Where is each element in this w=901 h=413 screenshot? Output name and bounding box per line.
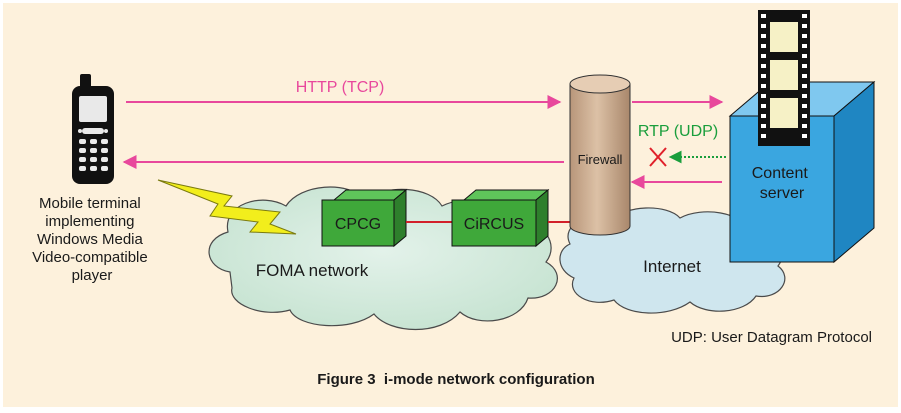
film-strip-icon xyxy=(758,10,810,146)
firewall: Firewall xyxy=(569,74,631,236)
cross-icon xyxy=(649,147,667,167)
udp-note: UDP: User Datagram Protocol xyxy=(671,329,872,346)
circus-label: CiRCUS xyxy=(464,216,524,233)
figure-caption: Figure 3 i-mode network configuration xyxy=(317,371,595,388)
internet-label: Internet xyxy=(643,257,701,276)
circus-node: CiRCUS xyxy=(451,188,550,248)
http-label: HTTP (TCP) xyxy=(296,79,385,96)
internet-cloud xyxy=(559,207,786,314)
mobile-phone-icon xyxy=(72,74,114,184)
rtp-label: RTP (UDP) xyxy=(638,123,718,140)
cpcg-node: CPCG xyxy=(321,188,408,248)
content-server-label: Content server xyxy=(752,165,813,202)
firewall-label: Firewall xyxy=(578,152,623,167)
mobile-terminal-label: Mobile terminal implementing Windows Med… xyxy=(32,195,152,284)
cpcg-label: CPCG xyxy=(335,216,381,233)
foma-network-label: FOMA network xyxy=(256,261,369,280)
lightning-icon xyxy=(157,179,297,235)
